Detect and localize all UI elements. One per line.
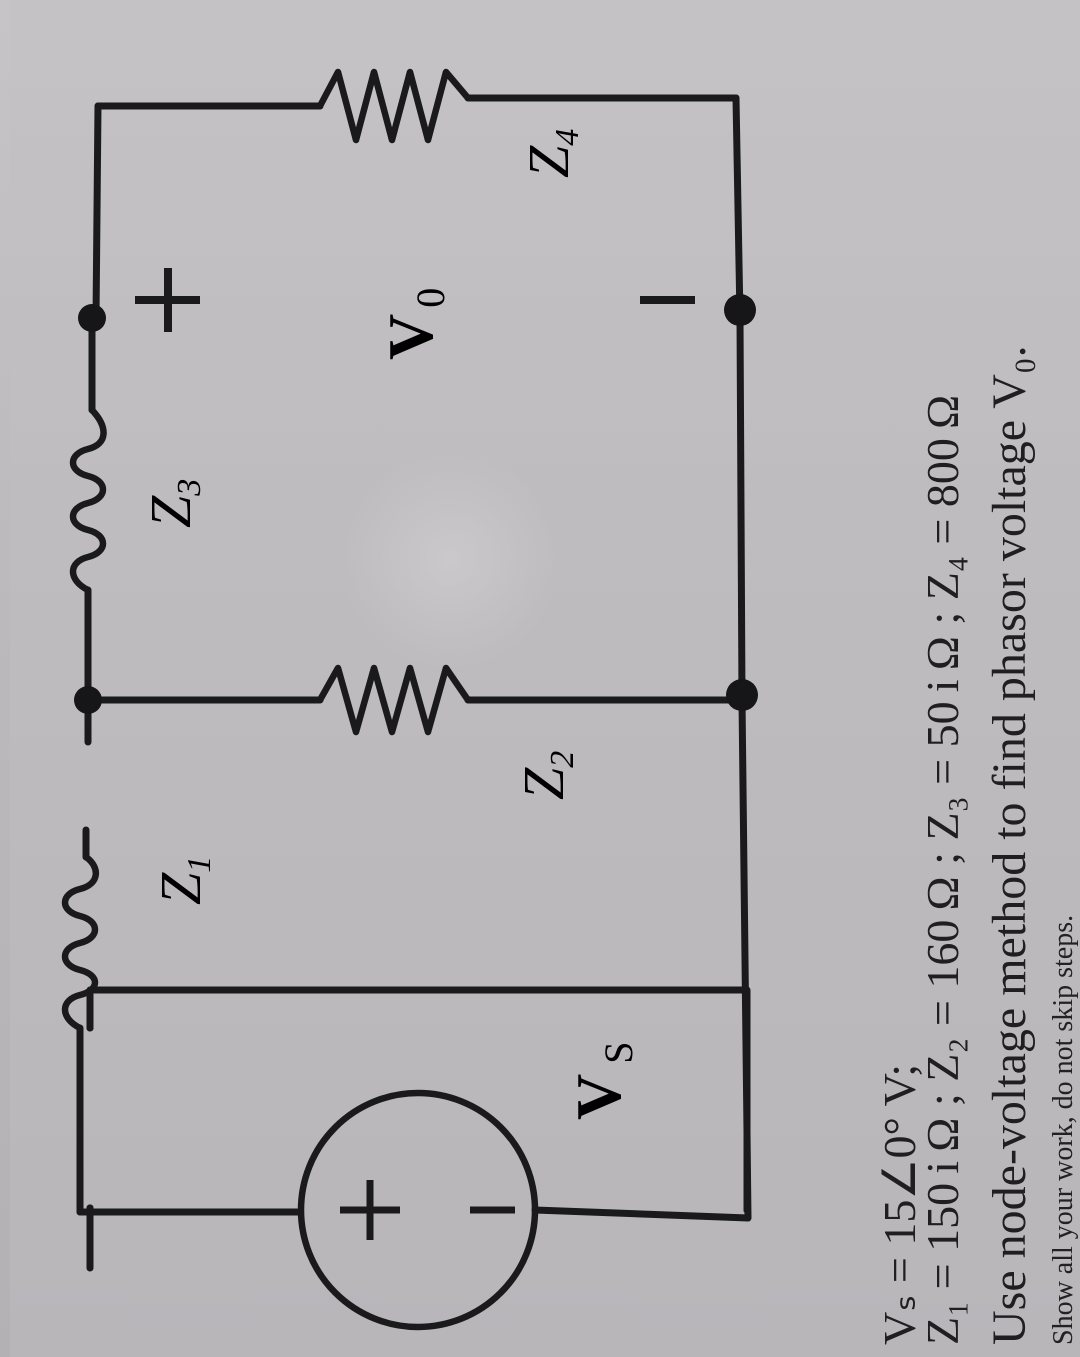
impedance-spec: Z₁ = 150 i Ω ; Z₂ = 160 Ω ; Z₃ = 50 i Ω … xyxy=(917,395,968,1345)
node-bottom-z2 xyxy=(726,679,758,711)
z1-inductor xyxy=(61,853,99,1032)
svg-text:VS: VS xyxy=(563,1042,641,1120)
voltage-source-circle xyxy=(297,1089,539,1331)
problem-line-1: Vₛ = 15∠0° V; xyxy=(874,1064,925,1345)
task-instruction: Use node-voltage method to find phasor v… xyxy=(983,345,1036,1345)
svg-text:Z3: Z3 xyxy=(138,479,208,528)
problem-line-2: Z₁ = 150 i Ω ; Z₂ = 160 Ω ; Z₃ = 50 i Ω … xyxy=(917,395,968,1345)
label-vs: VS xyxy=(563,1042,641,1120)
z4-resistor xyxy=(316,68,472,144)
work-instruction: Show all your work, do not skip steps. xyxy=(1048,915,1079,1345)
paper-sheet xyxy=(10,0,1080,1357)
glare-spot xyxy=(340,450,560,670)
wire-source-minus xyxy=(531,696,752,1222)
z3-inductor xyxy=(69,406,107,594)
label-z4: Z4 xyxy=(516,129,586,178)
problem-line-4: Show all your work, do not skip steps. xyxy=(1048,915,1079,1345)
svg-text:V0: V0 xyxy=(375,288,453,360)
node-vo-plus xyxy=(78,304,106,332)
node-vo-minus xyxy=(724,294,756,326)
label-vo: V0 xyxy=(375,288,453,360)
label-z3: Z3 xyxy=(138,479,208,528)
z2-resistor xyxy=(316,664,472,736)
svg-text:Z1: Z1 xyxy=(148,856,218,905)
node-z1-z2-z3 xyxy=(74,686,102,714)
label-z2: Z2 xyxy=(511,751,581,800)
label-z1: Z1 xyxy=(148,856,218,905)
svg-text:Z2: Z2 xyxy=(511,751,581,800)
problem-line-3: Use node-voltage method to find phasor v… xyxy=(983,345,1036,1345)
svg-text:Z4: Z4 xyxy=(516,129,586,178)
source-spec: Vₛ = 15∠0° V; xyxy=(874,1064,925,1345)
